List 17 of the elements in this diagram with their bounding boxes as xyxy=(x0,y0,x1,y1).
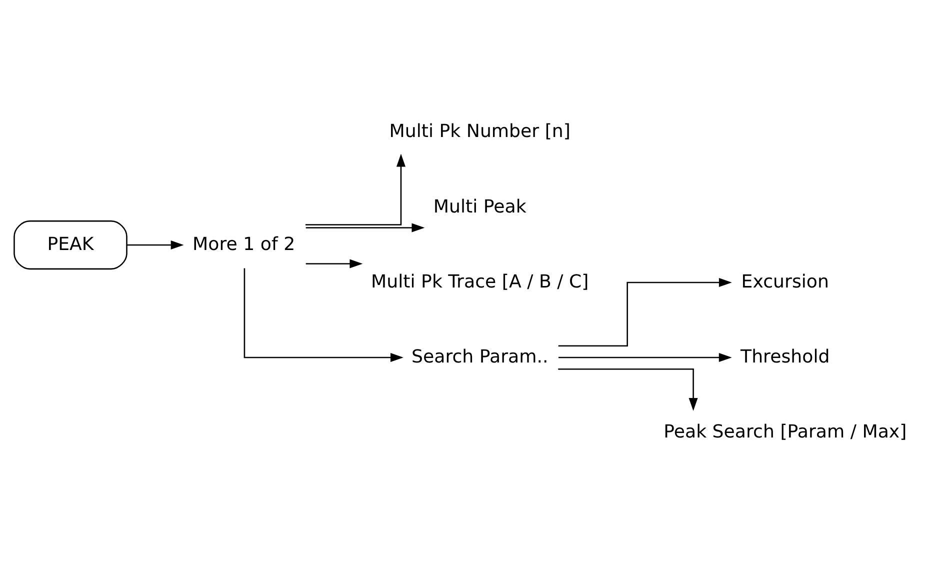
node-text: Peak Search [Param / Max] xyxy=(664,421,907,442)
arrow xyxy=(558,352,732,362)
arrow xyxy=(558,368,698,411)
node-text: Excursion xyxy=(741,271,829,292)
node-text: Multi Pk Trace [A / B / C] xyxy=(371,271,589,292)
arrow xyxy=(305,154,406,226)
node-box: PEAK xyxy=(14,220,128,270)
arrow xyxy=(306,223,425,232)
node-text: Threshold xyxy=(740,346,830,368)
arrow xyxy=(306,259,363,268)
node-text: Multi Peak xyxy=(433,196,526,218)
arrow xyxy=(126,240,184,250)
node-text: More 1 of 2 xyxy=(192,234,296,255)
arrow xyxy=(558,278,732,347)
arrow xyxy=(244,268,404,362)
node-text: Search Param.. xyxy=(411,346,548,368)
node-text: Multi Pk Number [n] xyxy=(389,121,570,142)
